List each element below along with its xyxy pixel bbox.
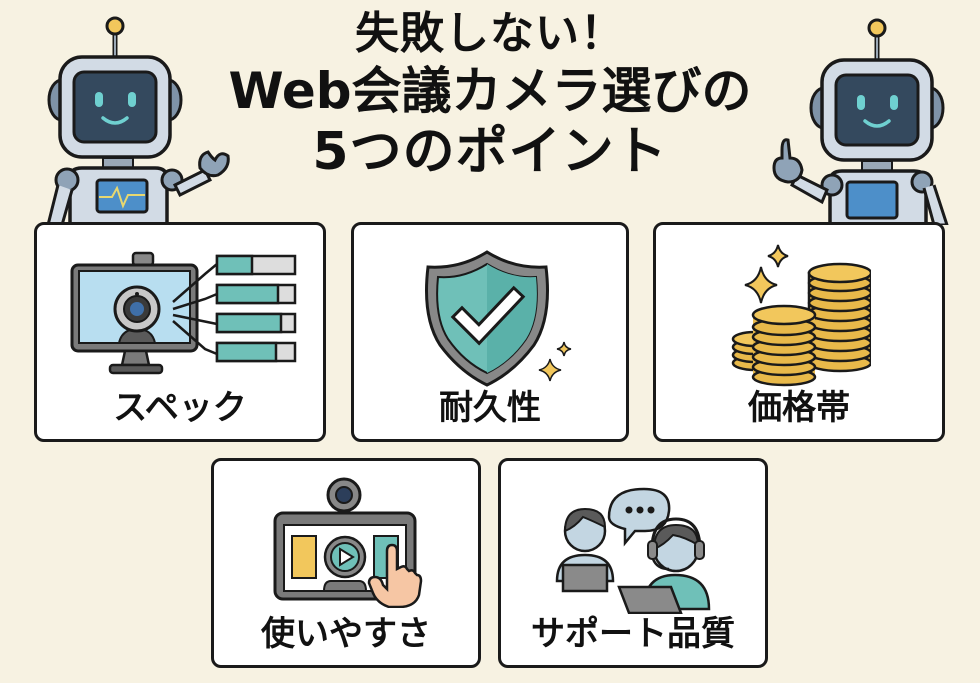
headline-line-1: 失敗しない！: [355, 8, 625, 59]
support-agent-icon: [555, 487, 711, 614]
point-label-support: サポート品質: [531, 614, 735, 654]
robot-right-pointing-icon: [772, 18, 949, 225]
point-label-durability: 耐久性: [439, 388, 541, 428]
point-card-spec: スペック: [34, 222, 326, 442]
point-label-ease-of-use: 使いやすさ: [261, 614, 431, 654]
point-card-support: サポート品質: [498, 458, 768, 668]
point-card-ease-of-use: 使いやすさ: [211, 458, 481, 668]
shield-check-icon: [425, 250, 572, 387]
point-card-price: 価格帯: [653, 222, 945, 442]
headline: 失敗しない！ Web会議カメラ選びの 5つのポイント: [200, 8, 780, 182]
monitor-webcam-spec-bars-icon: [70, 251, 297, 375]
coin-stacks-icon: [731, 244, 871, 387]
headline-line-2: Web会議カメラ選びの: [228, 62, 752, 120]
point-label-price: 価格帯: [748, 388, 850, 428]
point-card-durability: 耐久性: [351, 222, 629, 442]
robot-left-waving-icon: [46, 16, 230, 225]
headline-line-3: 5つのポイント: [312, 122, 668, 182]
point-label-spec: スペック: [113, 388, 247, 428]
touch-screen-video-icon: [273, 477, 423, 608]
